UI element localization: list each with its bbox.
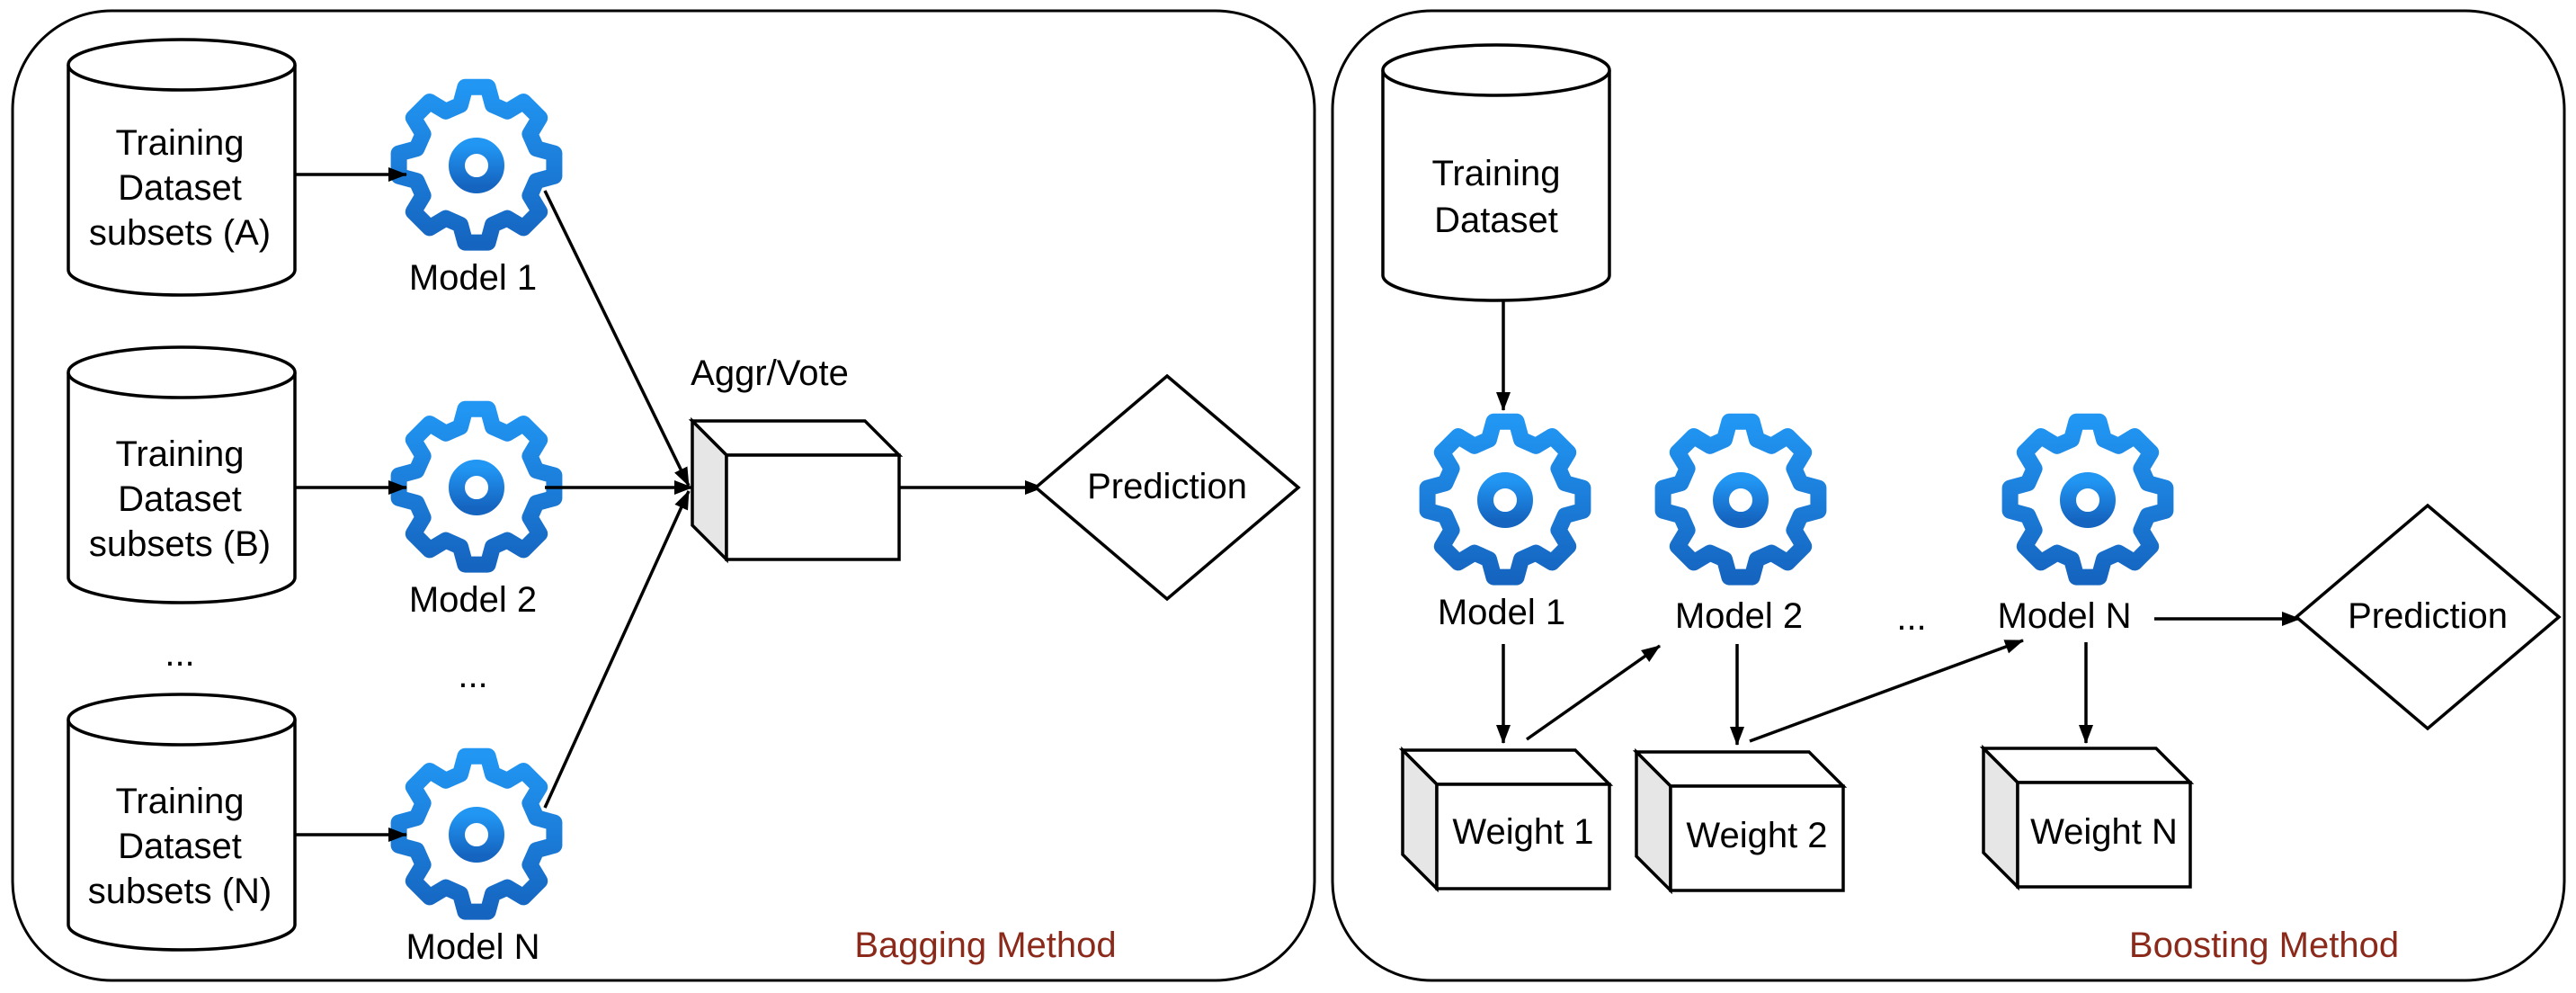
bagging-dataset-n: Training Dataset subsets (N) xyxy=(67,693,297,952)
arrow-weight-2-to-model-n xyxy=(1749,639,2024,743)
dataset-a-line2: Dataset xyxy=(118,168,242,208)
dataset-n-line2: Dataset xyxy=(118,827,242,866)
aggregator-label: Aggr/Vote xyxy=(691,353,849,393)
dataset-a-line3: subsets (A) xyxy=(89,213,271,253)
dataset-n-line3: subsets (N) xyxy=(88,872,272,911)
weight-2-label: Weight 2 xyxy=(1686,816,1827,855)
weight-1-box: Weight 1 xyxy=(1398,746,1614,893)
weight-n-label: Weight N xyxy=(2030,812,2178,852)
bagging-dataset-ellipsis: ... xyxy=(165,634,194,674)
boosting-dataset-line2: Dataset xyxy=(1434,201,1558,240)
bagging-dataset-b: Training Dataset subsets (B) xyxy=(67,345,297,604)
boosting-ellipsis: ... xyxy=(1896,598,1926,638)
arrow-weight-1-to-model-2 xyxy=(1525,644,1662,741)
dataset-n-line1: Training xyxy=(115,782,244,821)
boosting-panel xyxy=(1331,9,2566,982)
bagging-panel xyxy=(11,9,1316,982)
bagging-model-n-label: Model N xyxy=(406,927,540,967)
boosting-prediction-diamond xyxy=(2294,503,2562,731)
boosting-dataset: Training Dataset xyxy=(1381,43,1611,302)
boosting-model-n-label: Model N xyxy=(1998,596,2132,636)
weight-1-label: Weight 1 xyxy=(1452,812,1593,852)
dataset-b-line2: Dataset xyxy=(118,479,242,519)
boosting-title: Boosting Method xyxy=(2129,926,2399,965)
boosting-model-1-label: Model 1 xyxy=(1438,593,1565,632)
boosting-model-2-label: Model 2 xyxy=(1675,596,1803,636)
bagging-dataset-a: Training Dataset subsets (A) xyxy=(67,38,297,297)
arrow-model-1-to-aggregator xyxy=(543,190,691,487)
boosting-dataset-line1: Training xyxy=(1431,154,1560,193)
bagging-prediction-diamond xyxy=(1033,373,1301,602)
arrow-model-n-to-aggregator xyxy=(543,490,691,809)
boosting-prediction-label: Prediction xyxy=(2348,596,2508,636)
aggregator-box xyxy=(688,416,904,564)
bagging-model-ellipsis: ... xyxy=(458,656,487,695)
dataset-b-line1: Training xyxy=(115,434,244,474)
bagging-model-1-label: Model 1 xyxy=(409,258,537,298)
dataset-a-line1: Training xyxy=(115,123,244,163)
bagging-model-2-label: Model 2 xyxy=(409,580,537,620)
weight-2-box: Weight 2 xyxy=(1632,747,1848,895)
dataset-b-line3: subsets (B) xyxy=(89,524,271,564)
bagging-prediction-label: Prediction xyxy=(1087,467,1247,506)
bagging-title: Bagging Method xyxy=(854,926,1116,965)
weight-n-box: Weight N xyxy=(1979,744,2195,891)
